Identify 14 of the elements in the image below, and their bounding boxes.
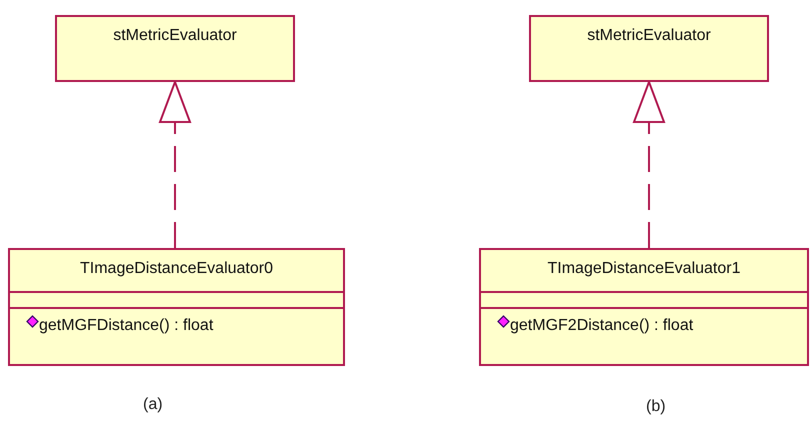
panel-label: (b) bbox=[646, 398, 666, 416]
realization-arrow bbox=[159, 81, 191, 248]
class-name: stMetricEvaluator bbox=[586, 27, 712, 45]
class-name: TImageDistanceEvaluator1 bbox=[546, 260, 742, 278]
method-signature: getMGFDistance() : float bbox=[39, 317, 214, 335]
class-name: stMetricEvaluator bbox=[112, 27, 238, 45]
class-box bbox=[8, 248, 345, 366]
class-name: TImageDistanceEvaluator0 bbox=[79, 260, 274, 278]
interface-box bbox=[529, 15, 769, 82]
interface-box bbox=[55, 15, 295, 82]
method-signature: getMGF2Distance() : float bbox=[510, 317, 694, 335]
panel-label: (a) bbox=[143, 396, 163, 414]
realization-arrow bbox=[633, 81, 665, 248]
class-box bbox=[479, 248, 809, 366]
